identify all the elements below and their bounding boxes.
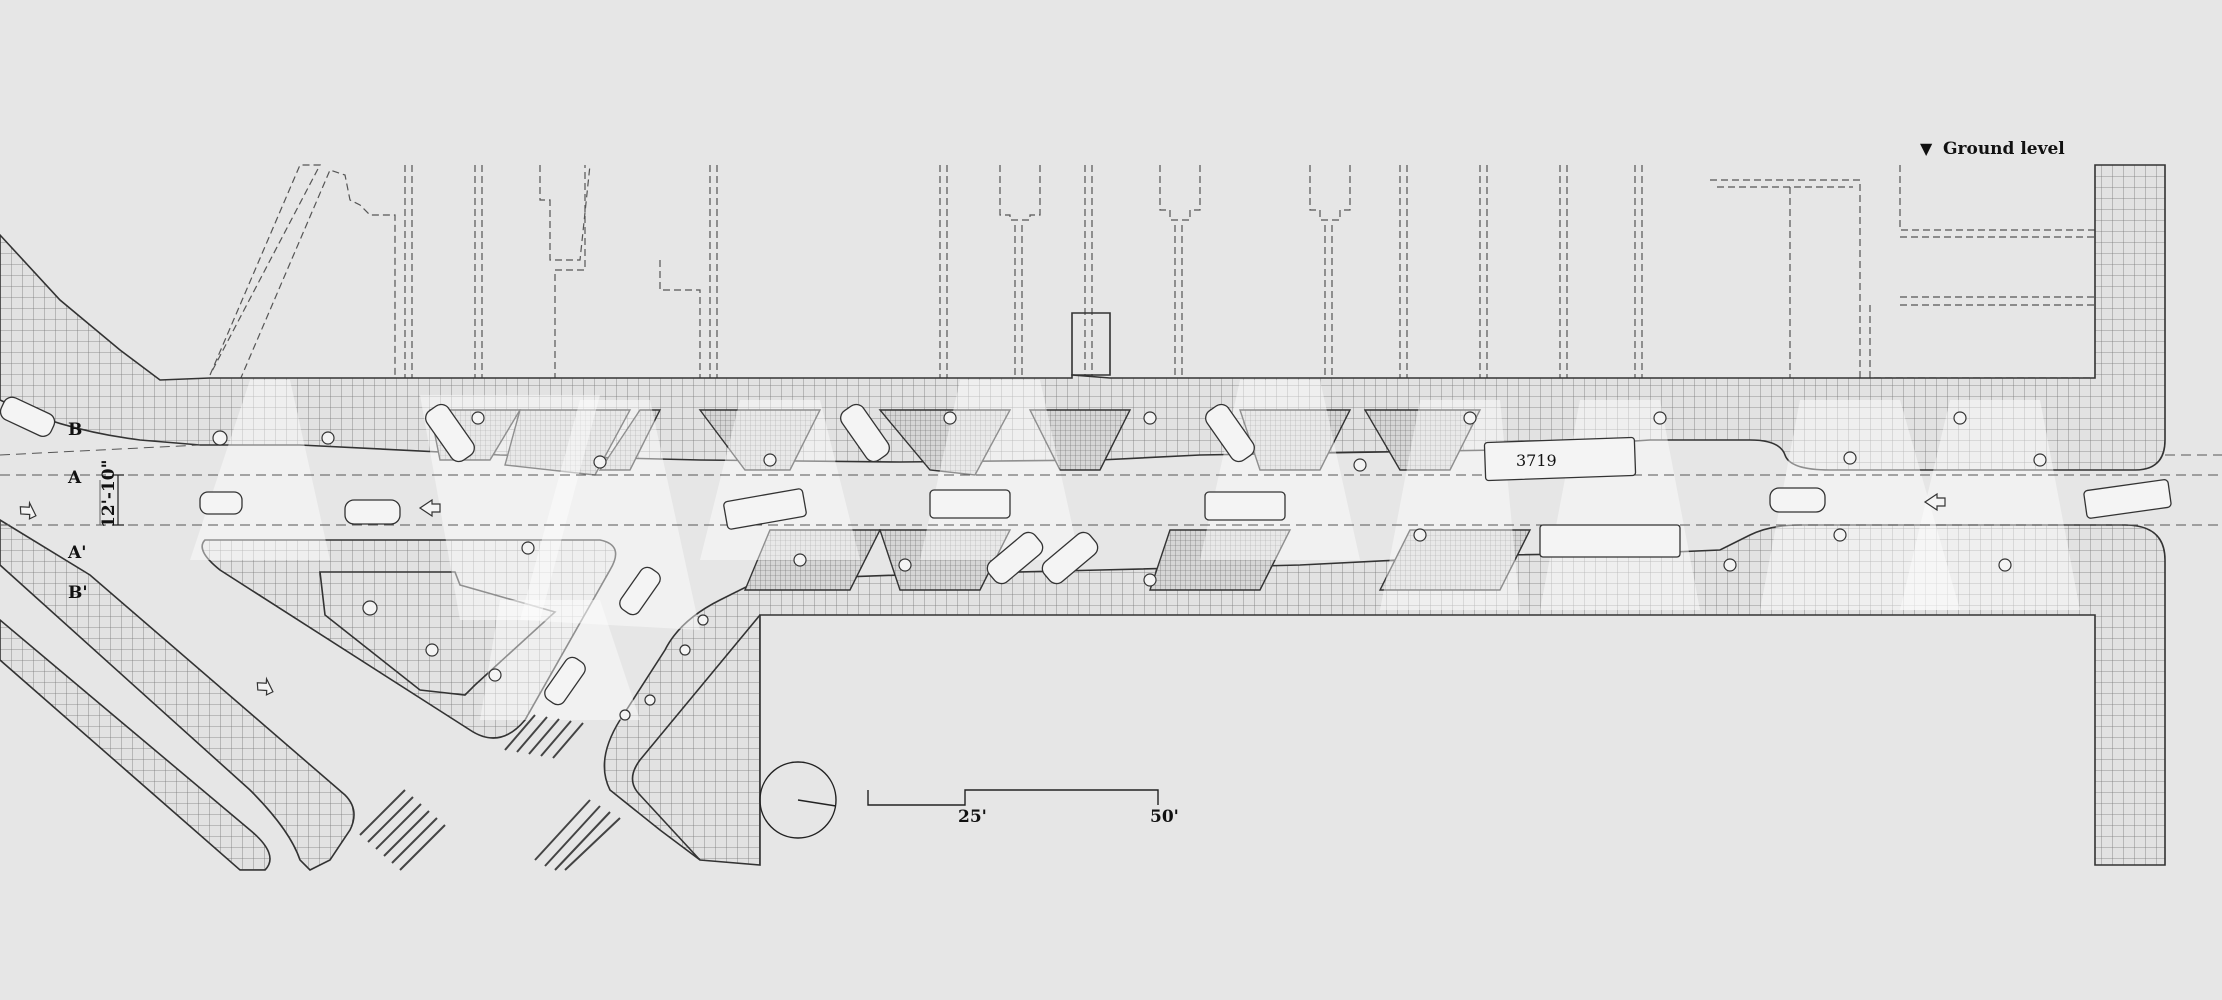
scale-label-25: 25'	[958, 807, 987, 827]
lane-width-label: 12'-10"	[99, 460, 119, 528]
north-property-lines	[209, 164, 2095, 381]
section-label-b-prime: B'	[68, 583, 88, 603]
legend: ▼ Ground level	[1920, 139, 2065, 159]
lane-width-dimension: 12'-10"	[99, 460, 124, 528]
ground-level-marker-icon: ▼	[1920, 139, 1933, 158]
west-lower-sidewalk	[0, 618, 271, 871]
streetlights	[212, 411, 2047, 721]
section-label-a: A	[67, 468, 82, 488]
scale-bar: 25' 50'	[867, 789, 1179, 827]
lane-lines	[0, 444, 2222, 526]
crosswalks	[359, 714, 621, 871]
north-arrow-icon	[759, 761, 837, 839]
scale-label-50: 50'	[1150, 807, 1179, 827]
section-label-b: B	[68, 420, 82, 440]
bus-number: 3719	[1516, 451, 1557, 470]
southwest-sidewalk	[0, 519, 355, 871]
traffic-island	[201, 539, 617, 739]
island-planter	[319, 571, 557, 696]
south-sidewalk	[603, 524, 2166, 866]
direction-arrow-icon	[19, 492, 1946, 696]
south-plaza-edge	[631, 614, 761, 861]
section-label-a-prime: A'	[67, 543, 86, 563]
ground-level-label: Ground level	[1943, 139, 2065, 159]
vehicles	[0, 396, 2172, 706]
parking-plazas	[429, 409, 1532, 591]
